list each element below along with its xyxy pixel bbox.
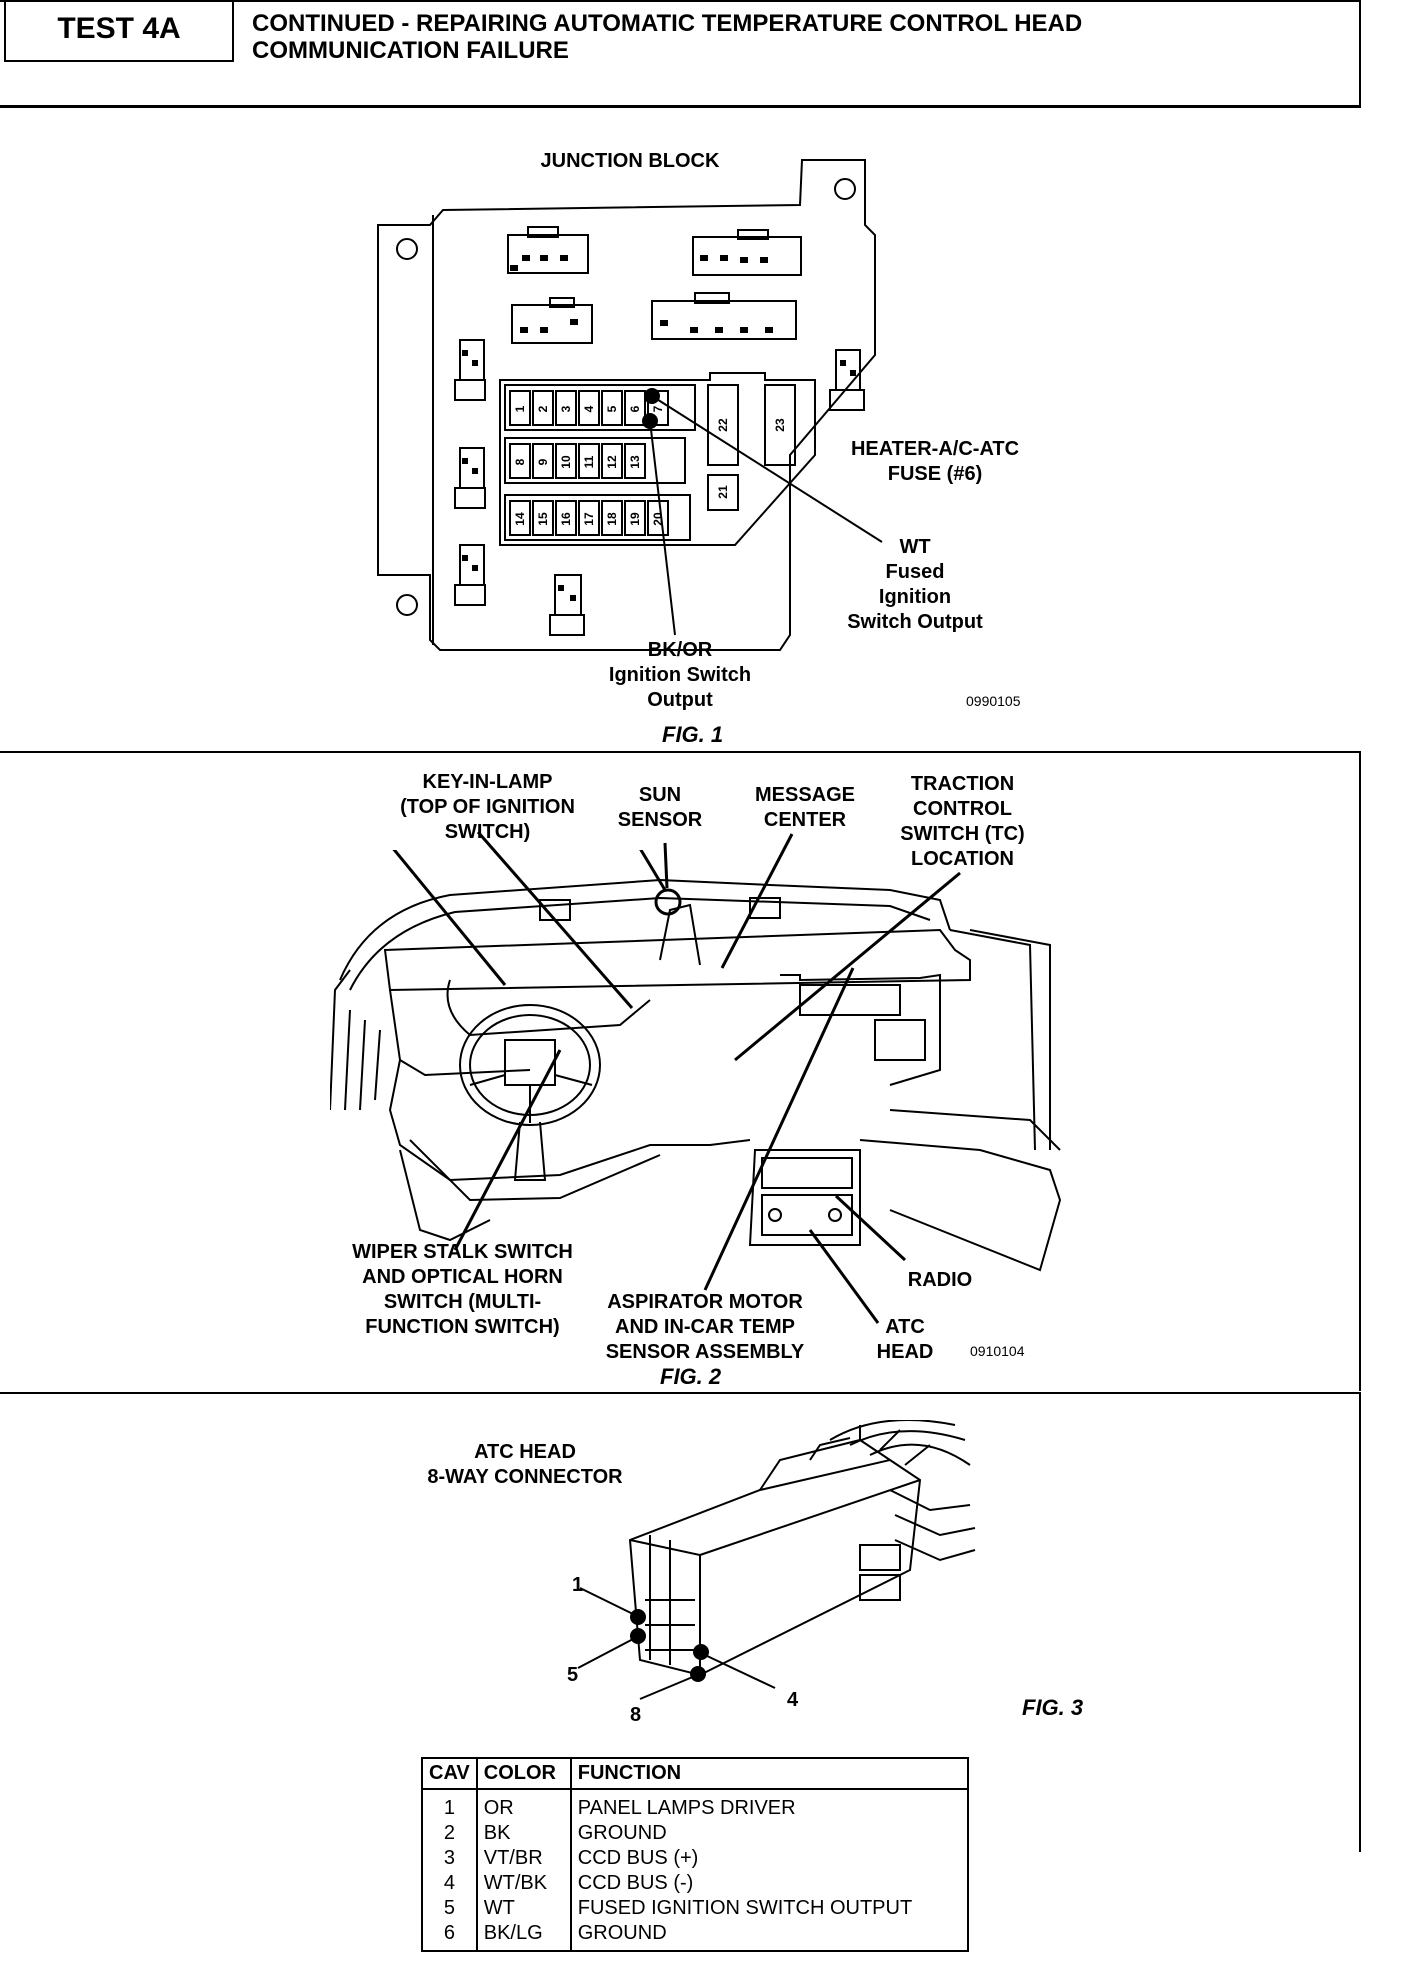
col-header-cav: CAV [421,1757,478,1790]
fuse-number: 23 [773,418,787,432]
junction-block-drawing: 1 2 3 4 5 6 7 8 9 10 11 12 13 14 15 16 1… [377,159,883,651]
cell-function: GROUND [569,1921,970,1952]
fig2-callout-lines [453,831,961,1324]
cell-function: GROUND [569,1821,970,1846]
cell-color: BK/LG [475,1921,572,1952]
table-row: 5 WT FUSED IGNITION SWITCH OUTPUT [421,1896,970,1921]
col-header-color: COLOR [475,1757,572,1790]
table-row: 6 BK/LG GROUND [421,1921,970,1952]
table-row: 3 VT/BR CCD BUS (+) [421,1846,970,1871]
cavity-table: CAV COLOR FUNCTION 1 OR PANEL LAMPS DRIV… [421,1757,970,1952]
sun-sensor-label: SUN SENSOR [617,784,703,831]
fig1-code: 0990105 [966,693,1021,709]
fuse-row-2 [509,443,646,479]
page-right-border [1359,0,1361,108]
cell-cav: 6 [421,1921,478,1952]
cell-function: CCD BUS (+) [569,1846,970,1871]
test-id-box-border [4,2,234,62]
fig3-caption: FIG. 3 [1022,1695,1084,1720]
fig2-code: 0910104 [970,1343,1025,1359]
page-right-border-2 [1359,751,1361,1391]
fuse-number: 11 [582,455,596,468]
fuse-number: 9 [536,458,550,465]
message-center-label: MESSAGE CENTER [754,784,856,831]
bk-or-ignition-label: BK/OR Ignition Switch Output [608,639,752,711]
cell-cav: 1 [421,1789,478,1821]
fuse-number: 17 [582,512,596,526]
fuse-number: 16 [559,512,573,526]
radio-label: RADIO [907,1269,973,1291]
fuse-number: 15 [536,512,550,526]
atc-head-label: ATC HEAD [876,1316,934,1363]
pin-4-label: 4 [787,1689,799,1711]
atc-head-connector-heading: ATC HEAD 8-WAY CONNECTOR [427,1441,623,1488]
fuse-number: 6 [628,405,642,412]
table-row: 4 WT/BK CCD BUS (-) [421,1871,970,1896]
page-right-border-3 [1359,1392,1361,1852]
wiper-stalk-switch-label: WIPER STALK SWITCH AND OPTICAL HORN SWIT… [352,1241,573,1338]
header-title-line2: COMMUNICATION FAILURE [252,37,569,64]
table-header-row: CAV COLOR FUNCTION [421,1757,970,1790]
cell-color: OR [475,1789,572,1821]
cell-color: WT/BK [475,1871,572,1896]
cell-color: BK [475,1821,572,1846]
cell-function: CCD BUS (-) [569,1871,970,1896]
fuse-number: 19 [628,512,642,526]
aspirator-motor-label: ASPIRATOR MOTOR AND IN-CAR TEMP SENSOR A… [605,1291,805,1363]
fuse-number: 7 [651,405,665,412]
heater-ac-atc-fuse-label: HEATER-A/C-ATC FUSE (#6) [850,438,1020,485]
table-row: 1 OR PANEL LAMPS DRIVER [421,1789,970,1821]
pin-8-marker [690,1666,706,1682]
cell-function: PANEL LAMPS DRIVER [569,1789,970,1821]
fuse-number: 12 [605,455,619,469]
table-row: 2 BK GROUND [421,1821,970,1846]
pin-8-label: 8 [630,1704,642,1726]
pin-4-marker [693,1644,709,1660]
fuse-number: 4 [582,405,596,412]
sun-sensor-marker [654,888,682,916]
section-divider-1 [0,751,1361,753]
fuse-number: 14 [513,512,527,526]
pin-5-marker [630,1628,646,1644]
instrument-panel-drawing [330,850,1062,1272]
col-header-function: FUNCTION [569,1757,970,1790]
fuse-number: 10 [559,455,573,469]
fig1-caption: FIG. 1 [662,722,724,747]
atc-connector-drawing [577,1420,976,1700]
cell-function: FUSED IGNITION SWITCH OUTPUT [569,1896,970,1921]
section-divider-2 [0,1392,1361,1394]
cell-cav: 3 [421,1846,478,1871]
header-bottom-rule [0,105,1361,108]
header-top-rule [0,0,1361,2]
cell-cav: 5 [421,1896,478,1921]
cell-color: WT [475,1896,572,1921]
pin-1-marker [630,1609,646,1625]
fig2-caption: FIG. 2 [660,1364,722,1389]
cell-color: VT/BR [475,1846,572,1871]
test-id: TEST 4A [57,12,181,45]
fuse-row-1 [509,390,669,426]
fuse-number: 2 [536,405,550,412]
fuse-number: 18 [605,512,619,526]
cell-cav: 2 [421,1821,478,1846]
fuse-number: 5 [605,405,619,412]
cell-cav: 4 [421,1871,478,1896]
header-title-line1: CONTINUED - REPAIRING AUTOMATIC TEMPERAT… [252,10,1083,37]
junction-block-heading: JUNCTION BLOCK [540,150,720,172]
pin-5-label: 5 [567,1664,579,1686]
fuse-number: 13 [628,455,642,469]
fuse-number: 21 [716,485,730,499]
fuse-number: 22 [716,418,730,432]
fuse-number: 8 [513,458,527,465]
fuse-row-3 [509,500,669,536]
fuse-number: 3 [559,405,573,412]
key-in-lamp-label: KEY-IN-LAMP (TOP OF IGNITION SWITCH) [400,771,575,843]
traction-control-label: TRACTION CONTROL SWITCH (TC) LOCATION [900,773,1025,870]
wt-fused-ignition-label: WT Fused Ignition Switch Output [847,536,983,633]
pin-1-label: 1 [572,1574,584,1596]
fuse-number: 1 [513,405,527,412]
